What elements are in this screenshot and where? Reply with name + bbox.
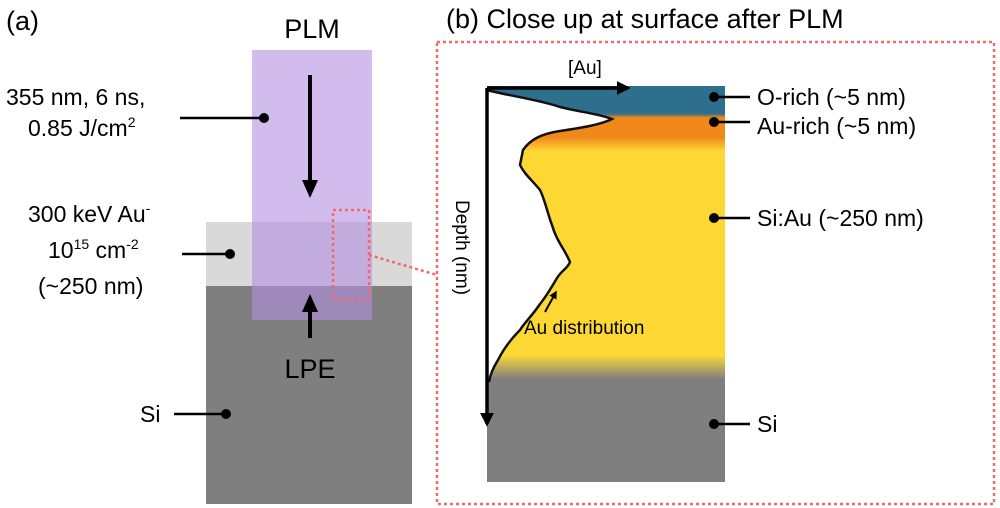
au-rich-dot [709, 117, 719, 127]
implant-line1: 300 keV Au- [28, 200, 151, 227]
si-b-dot [709, 419, 719, 429]
au-rich-label: Au-rich (~5 nm) [757, 113, 916, 139]
si-b-label: Si [757, 411, 777, 437]
laser-params-dot [259, 113, 269, 123]
substrate-dot [221, 409, 231, 419]
laser-params-line2: 0.85 J/cm2 [28, 114, 136, 141]
plm-label: PLM [284, 14, 340, 44]
au-distribution-pointer [544, 290, 557, 313]
lpe-arrow-head [302, 294, 318, 312]
au-distribution-label: Au distribution [524, 318, 644, 339]
si-au-dot [709, 213, 719, 223]
laser-params-line1: 355 nm, 6 ns, [6, 84, 145, 110]
implant-dot [225, 249, 235, 259]
panel-a-label: (a) [6, 6, 39, 36]
panel-b-border [435, 40, 996, 506]
panel-b-title: (b) Close up at surface after PLM [446, 4, 844, 34]
implant-line2: 1015 cm-2 [48, 236, 139, 263]
au-distribution-fill [487, 86, 612, 382]
lpe-label: LPE [284, 354, 335, 384]
o-rich-label: O-rich (~5 nm) [757, 84, 906, 110]
depth-axis-label: Depth (nm) [451, 200, 472, 295]
o-rich-dot [709, 92, 719, 102]
laser-arrow-head [302, 180, 318, 198]
au-distribution-curve [486, 88, 616, 383]
implant-line3: (~250 nm) [38, 273, 143, 299]
si-au-label: Si:Au (~250 nm) [757, 205, 924, 231]
substrate-label: Si [140, 401, 160, 427]
closeup-box [331, 208, 371, 302]
conc-axis-label: [Au] [568, 58, 602, 79]
